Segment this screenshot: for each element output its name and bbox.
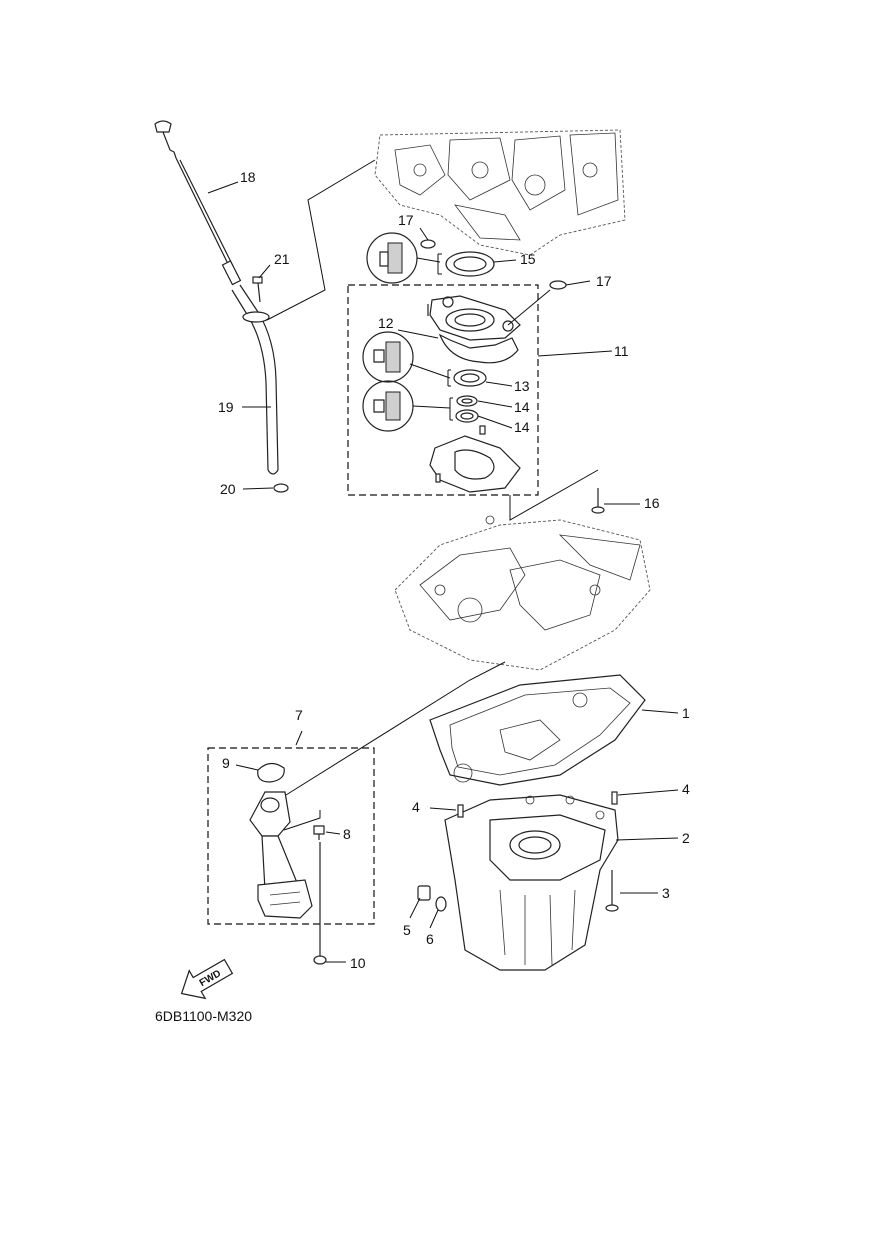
callout-15: 15	[520, 251, 536, 267]
oil-seal-14-a	[456, 395, 478, 407]
gasket-1	[429, 674, 646, 786]
assembly-box-11	[347, 284, 539, 496]
bolt-16	[591, 488, 605, 514]
callout-3: 3	[662, 885, 670, 901]
dipstick	[154, 120, 242, 286]
bolt-8	[313, 825, 325, 840]
callout-6: 6	[426, 931, 434, 947]
gasket-6	[435, 896, 447, 912]
assembly-box-7	[207, 747, 375, 925]
gasket-12	[438, 333, 519, 364]
callout-12: 12	[378, 315, 394, 331]
callout-16: 16	[644, 495, 660, 511]
seal-detail-circle-1	[366, 232, 441, 284]
callout-17-right: 17	[596, 273, 612, 289]
callout-18: 18	[240, 169, 256, 185]
engine-block-outline	[374, 129, 626, 256]
drain-plug-5	[417, 885, 431, 901]
oil-seal-15	[437, 251, 495, 277]
dowel-4-a	[457, 804, 464, 818]
callout-13: 13	[514, 378, 530, 394]
callout-11: 11	[614, 343, 629, 359]
callout-20: 20	[220, 481, 236, 497]
oil-seal-13	[447, 369, 487, 387]
bolt-10	[313, 842, 327, 965]
callout-17-top: 17	[398, 212, 414, 228]
leader-lines	[207, 181, 679, 963]
callout-7: 7	[295, 707, 303, 723]
exhaust-guide-plate	[394, 515, 651, 671]
seal-housing	[427, 295, 521, 341]
callout-19: 19	[218, 399, 234, 415]
o-ring-17-b	[549, 280, 567, 290]
oil-strainer	[249, 791, 313, 919]
oil-pan-2	[444, 794, 619, 971]
callout-14-a: 14	[514, 399, 530, 415]
lower-housing	[429, 425, 521, 493]
callout-21: 21	[274, 251, 290, 267]
bolt-3	[605, 870, 619, 912]
seal-detail-circle-3	[362, 380, 451, 432]
seal-detail-circle-2	[362, 331, 451, 383]
o-ring-17-a	[420, 239, 436, 249]
callout-10: 10	[350, 955, 366, 971]
callout-9: 9	[222, 755, 230, 771]
dowel-4-b	[611, 791, 618, 805]
diagram-code: 6DB1100-M320	[155, 1008, 252, 1024]
fwd-arrow-icon: FWD	[180, 958, 234, 1000]
callout-8: 8	[343, 826, 351, 842]
callout-14-b: 14	[514, 419, 530, 435]
callout-4-right: 4	[682, 781, 690, 797]
callout-1: 1	[682, 705, 690, 721]
callout-2: 2	[682, 830, 690, 846]
bolt-21	[252, 276, 263, 303]
o-ring-20	[273, 483, 289, 493]
callout-5: 5	[403, 922, 411, 938]
o-ring-9	[257, 762, 285, 783]
oil-seal-14-b	[455, 409, 479, 423]
dipstick-guide	[231, 284, 279, 475]
callout-4-left: 4	[412, 799, 420, 815]
